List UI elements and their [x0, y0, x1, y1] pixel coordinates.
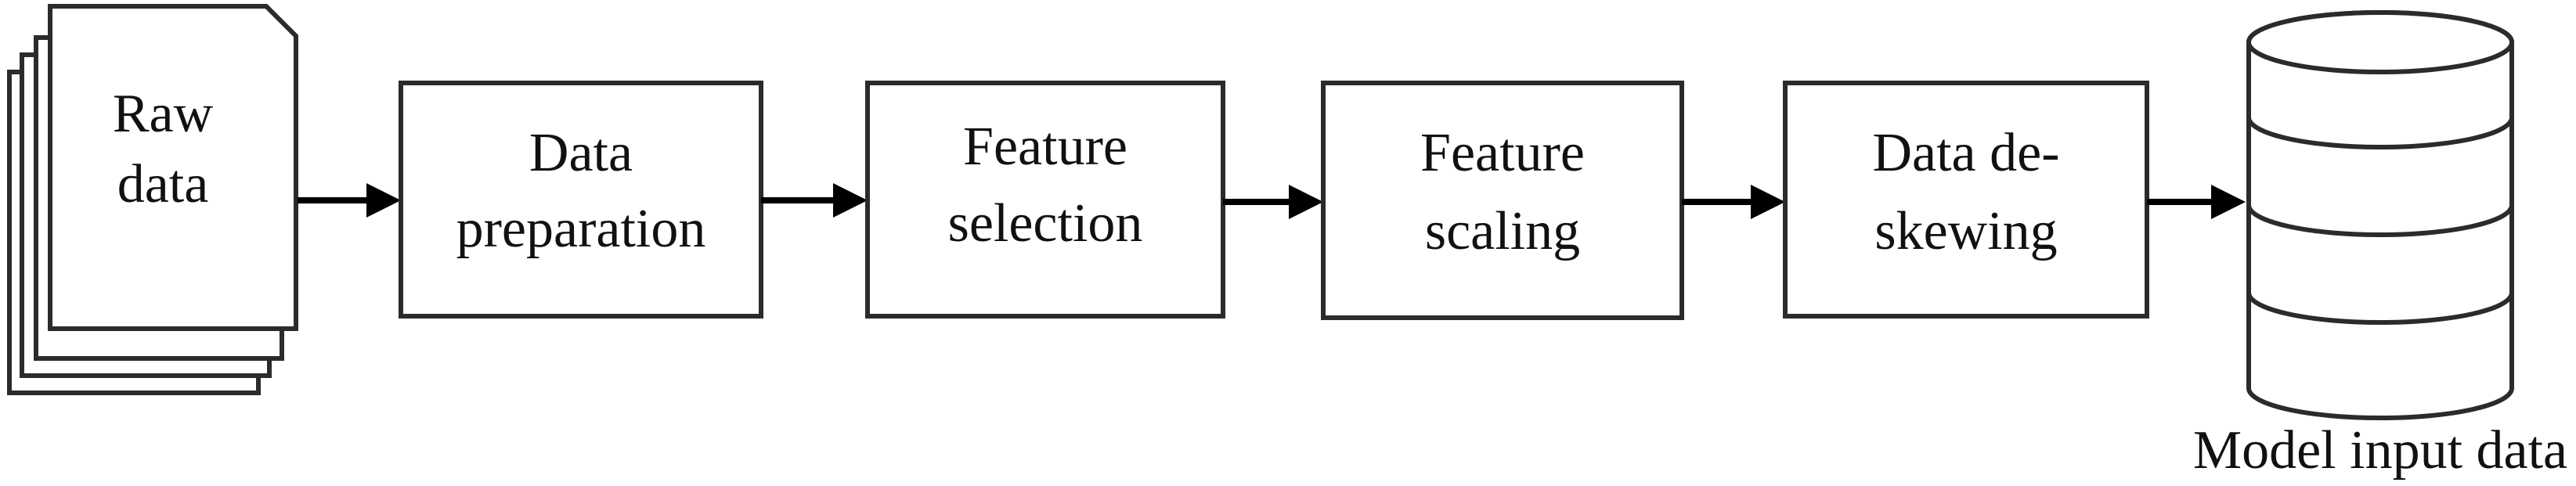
- arrow-preparation-to-selection: [761, 183, 868, 218]
- arrow-selection-to-scaling: [1223, 185, 1323, 219]
- step-feature-selection: [865, 81, 1225, 319]
- step-data-preparation: [399, 81, 763, 319]
- database-icon: [2246, 10, 2514, 420]
- raw-data-label-line2: data: [117, 154, 209, 214]
- step-feature-scaling-line1: Feature: [1420, 123, 1585, 183]
- step-data-deskewing: [1783, 81, 2149, 319]
- step-data-preparation-line2: preparation: [456, 199, 706, 259]
- step-feature-scaling: [1321, 81, 1684, 320]
- document-stack-icon: [7, 4, 298, 395]
- raw-data-label-line1: Raw: [113, 84, 214, 144]
- arrow-raw-to-preparation: [298, 183, 401, 218]
- step-feature-selection-line2: selection: [948, 193, 1143, 254]
- step-data-preparation-line1: Data: [529, 123, 633, 183]
- arrow-deskewing-to-output: [2147, 185, 2246, 219]
- step-feature-selection-line1: Feature: [963, 117, 1127, 177]
- step-data-deskewing-line2: skewing: [1874, 201, 2057, 261]
- step-feature-scaling-line2: scaling: [1425, 201, 1580, 261]
- step-data-deskewing-line1: Data de-: [1872, 123, 2059, 183]
- model-input-data-label: Model input data: [2193, 420, 2567, 481]
- arrow-scaling-to-deskewing: [1682, 185, 1785, 219]
